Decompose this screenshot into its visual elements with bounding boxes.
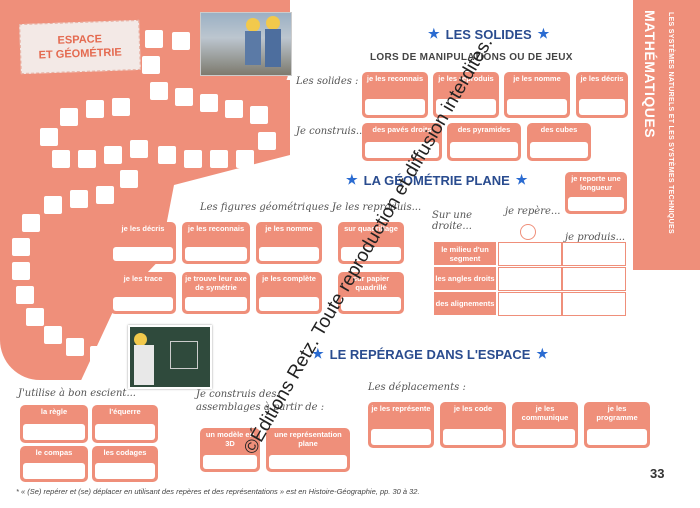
utilise-hand-label: J'utilise à bon escient...	[18, 388, 136, 399]
page-number: 33	[650, 466, 665, 481]
row-label: des alignements	[434, 292, 496, 315]
star-icon: ★	[428, 26, 440, 41]
section-badge: ESPACE ET GÉOMÉTRIE	[19, 19, 141, 75]
section-badge-text: ESPACE ET GÉOMÉTRIE	[38, 33, 122, 62]
grid-cell	[562, 267, 626, 291]
path-tile	[52, 150, 70, 168]
plane-title: ★ LA GÉOMÉTRIE PLANE ★	[346, 172, 528, 188]
path-tile	[40, 128, 58, 146]
grid-cell	[562, 242, 626, 266]
path-tile	[142, 56, 160, 74]
path-tile	[158, 146, 176, 164]
right-side-band	[633, 0, 700, 270]
construis-assemblages-hand-label: Je construis des assemblages à partir de…	[196, 389, 325, 413]
path-tile	[22, 214, 40, 232]
figures-hand-label: Les figures géométriques :	[200, 202, 336, 213]
path-tile	[200, 94, 218, 112]
path-tile	[104, 146, 122, 164]
path-tile	[66, 338, 84, 356]
reperage-title: ★ LE REPÉRAGE DANS L'ESPACE ★	[312, 346, 549, 362]
path-tile	[26, 308, 44, 326]
path-tile	[236, 150, 254, 168]
path-tile	[145, 30, 163, 48]
solides-title: ★ LES SOLIDES ★	[428, 26, 550, 42]
row-label: les angles droits	[434, 267, 496, 290]
card-deplacements-communique: je les communique	[512, 402, 578, 448]
card-sur-papier-quadrille: sur papier quadrillé	[338, 272, 404, 314]
path-tile	[250, 106, 268, 124]
path-tile	[44, 196, 62, 214]
path-tile	[96, 186, 114, 204]
star-icon: ★	[537, 26, 550, 41]
card-modele-3d: un modèle en 3D	[200, 428, 260, 472]
card-figures-trace: je les trace	[110, 272, 176, 314]
card-compas: le compas	[20, 446, 88, 482]
card-reconnais-solides: je les reconnais	[362, 72, 428, 118]
repere-hand-label: je repère...	[505, 206, 561, 217]
card-figures-nomme: je les nomme	[256, 222, 322, 264]
droite-grid: le milieu d'un segment les angles droits…	[434, 242, 626, 317]
path-tile	[44, 326, 62, 344]
card-figures-decris: je les décris	[110, 222, 176, 264]
star-icon: ★	[346, 172, 358, 187]
card-representation-plane: une représentation plane	[266, 428, 350, 472]
solides-subtitle: LORS DE MANIPULATIONS OU DE JEUX	[370, 52, 573, 63]
star-icon: ★	[312, 346, 324, 361]
card-equerre: l'équerre	[92, 405, 158, 443]
card-reproduis-solides: je les reproduis	[433, 72, 499, 118]
card-deplacements-code: je les code	[440, 402, 506, 448]
star-icon: ★	[515, 172, 528, 187]
card-deplacements-represente: je les représente	[368, 402, 434, 448]
path-tile	[112, 98, 130, 116]
photo-child-blackboard	[128, 325, 212, 389]
card-figures-reconnais: je les reconnais	[182, 222, 250, 264]
path-tile	[120, 170, 138, 188]
row-label: le milieu d'un segment	[434, 242, 496, 265]
side-title: MATHÉMATIQUES	[642, 10, 658, 139]
card-nomme-solides: je les nomme	[504, 72, 570, 118]
path-tile	[172, 32, 190, 50]
grid-cell	[562, 292, 626, 316]
reproduis-hand-label: Je les reproduis...	[332, 202, 422, 213]
side-subtitle: LES SYSTÈMES NATURELS ET LES SYSTÈMES TE…	[667, 12, 674, 234]
path-tile	[150, 82, 168, 100]
card-codages: les codages	[92, 446, 158, 482]
card-cubes: des cubes	[527, 123, 591, 161]
card-paves-droits: des pavés droits	[362, 123, 442, 161]
grid-cell	[498, 242, 562, 266]
path-tile	[90, 346, 108, 364]
path-tile	[12, 262, 30, 280]
photo-children-workshop	[200, 12, 292, 76]
path-tile	[86, 100, 104, 118]
card-figures-axe-symetrie: je trouve leur axe de symétrie	[182, 272, 250, 314]
construis-hand-label: Je construis...	[296, 126, 366, 137]
card-pyramides: des pyramides	[447, 123, 521, 161]
deplacements-hand-label: Les déplacements :	[368, 382, 466, 393]
card-deplacements-programme: je les programme	[584, 402, 650, 448]
path-tile	[258, 132, 276, 150]
path-tile	[16, 286, 34, 304]
path-tile	[210, 150, 228, 168]
path-tile	[12, 238, 30, 256]
grid-cell	[498, 292, 562, 316]
solides-hand-label: Les solides :	[296, 76, 359, 87]
path-tile	[184, 150, 202, 168]
card-decris-solides: je les décris	[576, 72, 628, 118]
card-regle: la règle	[20, 405, 88, 443]
circle-marker	[520, 224, 536, 240]
path-tile	[175, 88, 193, 106]
footnote: * « (Se) repérer et (se) déplacer en uti…	[16, 487, 420, 496]
path-tile	[70, 190, 88, 208]
path-tile	[225, 100, 243, 118]
droite-hand-label: Sur une droite...	[432, 210, 473, 232]
card-sur-quadrillage: sur quadrillage	[338, 222, 404, 264]
card-reporte-longueur: je reporte une longueur	[565, 172, 627, 214]
star-icon: ★	[536, 346, 549, 361]
path-tile	[60, 108, 78, 126]
card-figures-complete: je les complète	[256, 272, 322, 314]
path-tile	[78, 150, 96, 168]
path-tile	[130, 140, 148, 158]
grid-cell	[498, 267, 562, 291]
produis-hand-label: je produis...	[565, 232, 626, 243]
